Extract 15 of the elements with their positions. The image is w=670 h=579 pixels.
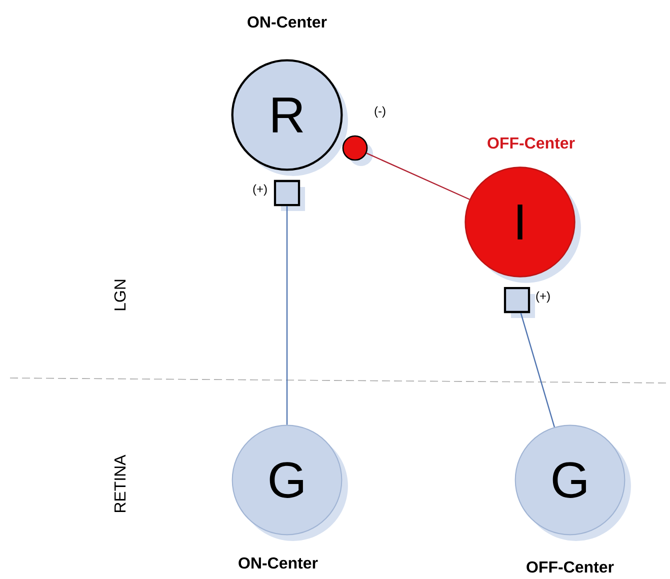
connector-line [520, 312, 555, 428]
node-caption: OFF-Center [488, 137, 575, 149]
node-caption: ON-Center [248, 16, 327, 28]
node-caption: (+) [253, 184, 267, 196]
synapse-dot [342, 135, 373, 166]
synapse-square [274, 180, 305, 211]
node-caption: ON-Center [238, 557, 318, 569]
node-caption: (-) [374, 106, 386, 118]
connector-line [366, 152, 470, 200]
layer-label: RETINA [114, 454, 126, 512]
connector-line [286, 206, 288, 425]
synapse-square [504, 286, 535, 318]
layer-label: LGN [114, 280, 126, 310]
node-caption: OFF-Center [526, 561, 614, 573]
node-caption: (+) [536, 291, 550, 303]
